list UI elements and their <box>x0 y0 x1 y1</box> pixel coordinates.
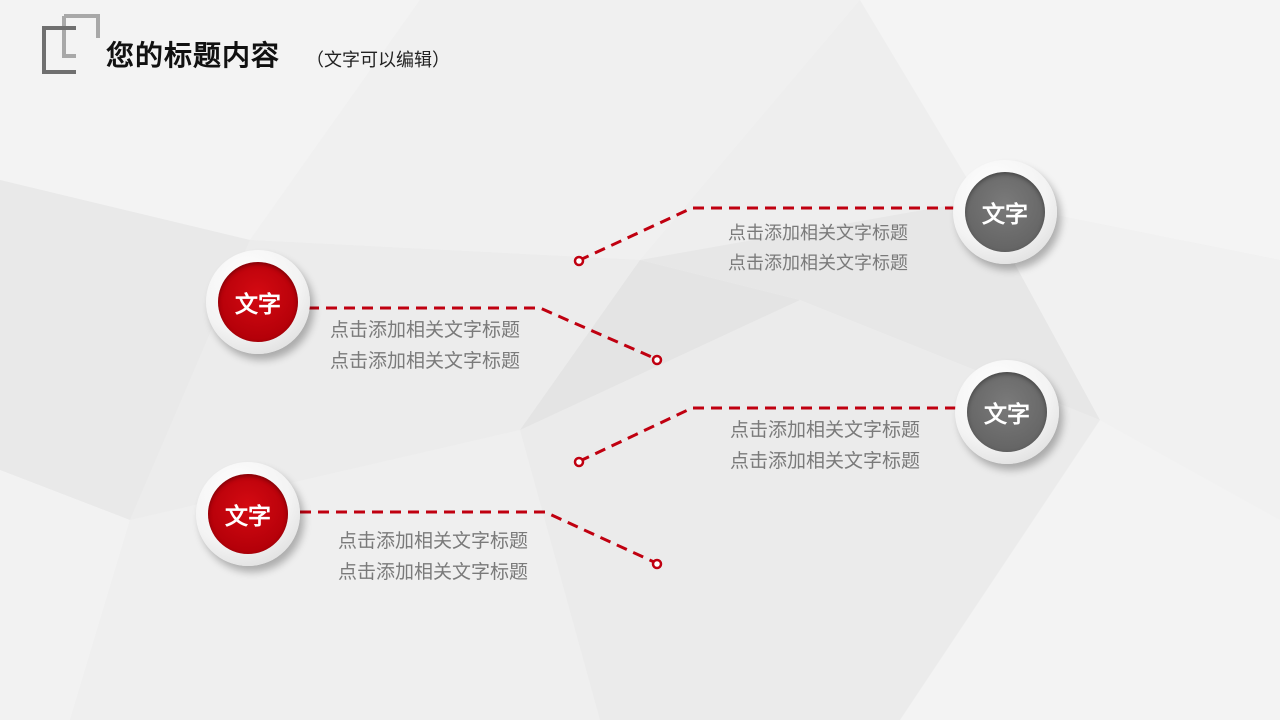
badge-label: 文字 <box>965 172 1045 252</box>
badge-label: 文字 <box>208 474 288 554</box>
item-2-text[interactable]: 点击添加相关文字标题 点击添加相关文字标题 <box>338 526 528 588</box>
item-3-line-2: 点击添加相关文字标题 <box>728 253 908 274</box>
item-2-line-2: 点击添加相关文字标题 <box>338 561 529 583</box>
item-1-line-1: 点击添加相关文字标题 <box>330 319 521 341</box>
badge-item-1[interactable]: 文字 <box>206 250 310 354</box>
badge-label: 文字 <box>218 262 298 342</box>
item-1-line-2: 点击添加相关文字标题 <box>330 350 521 372</box>
badge-item-4[interactable]: 文字 <box>955 360 1059 464</box>
badge-item-3[interactable]: 文字 <box>953 160 1057 264</box>
item-3-line-1: 点击添加相关文字标题 <box>728 223 908 244</box>
badge-item-2[interactable]: 文字 <box>196 462 300 566</box>
bracket-frame-icon <box>42 14 100 74</box>
item-4-text[interactable]: 点击添加相关文字标题 点击添加相关文字标题 <box>730 415 920 477</box>
item-3-text[interactable]: 点击添加相关文字标题 点击添加相关文字标题 <box>728 219 908 279</box>
item-2-line-1: 点击添加相关文字标题 <box>338 530 529 552</box>
item-4-line-1: 点击添加相关文字标题 <box>730 419 921 441</box>
page-title: 您的标题内容 <box>106 39 281 72</box>
item-4-line-2: 点击添加相关文字标题 <box>730 450 921 472</box>
page-subtitle: （文字可以编辑） <box>306 50 450 71</box>
item-1-text[interactable]: 点击添加相关文字标题 点击添加相关文字标题 <box>330 315 520 377</box>
badge-label: 文字 <box>967 372 1047 452</box>
